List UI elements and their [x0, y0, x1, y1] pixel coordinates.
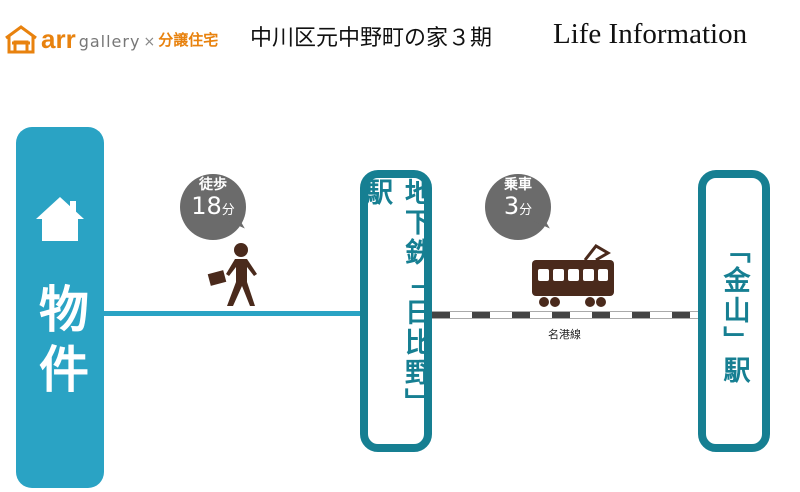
logo-sub: gallery — [78, 32, 141, 51]
walk-minutes: 18 — [191, 192, 222, 220]
train-time-bubble: 乗車 3分 — [485, 166, 551, 240]
walk-time-bubble: 徒歩 18分 — [180, 166, 246, 240]
property-label: 物件 — [31, 283, 89, 403]
walk-label: 徒歩 — [199, 177, 227, 193]
train-label: 乗車 — [504, 177, 532, 193]
station-kanayama: 「金山」駅 — [698, 170, 770, 452]
line-name: 名港線 — [548, 328, 581, 341]
page-title: 中川区元中野町の家３期 — [250, 26, 493, 51]
train-unit: 分 — [519, 203, 533, 218]
railway-track — [432, 311, 698, 319]
train-minutes: 3 — [503, 192, 520, 220]
logo: arr gallery × 分譲住宅 — [4, 14, 218, 54]
walk-route-line — [104, 311, 360, 316]
logo-house-icon — [5, 25, 37, 54]
station-hibino-label: 地下鉄「日比野」駅 — [361, 178, 431, 418]
logo-brand: arr — [41, 24, 76, 54]
section-title: Life Information — [553, 18, 748, 50]
station-hibino: 地下鉄「日比野」駅 — [360, 170, 432, 452]
property-box: 物件 — [16, 127, 104, 488]
walk-unit: 分 — [221, 203, 235, 218]
train-icon — [532, 244, 614, 307]
station-kanayama-label: 「金山」駅 — [718, 236, 750, 386]
house-icon — [36, 197, 84, 241]
logo-cross: × — [143, 34, 156, 50]
logo-type: 分譲住宅 — [158, 31, 219, 49]
walking-person-icon — [207, 243, 257, 306]
